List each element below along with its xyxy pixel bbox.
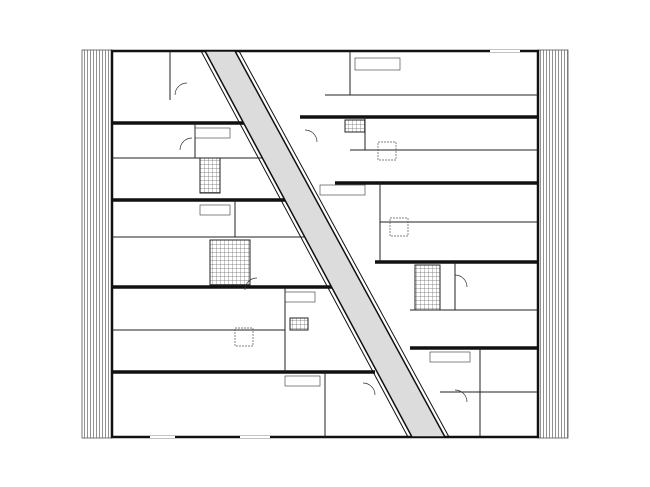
bathroom [344, 119, 366, 133]
door-swing [179, 137, 193, 151]
door-swing [304, 129, 318, 143]
bathroom [414, 264, 441, 311]
door-swing [174, 82, 188, 96]
bathroom [209, 239, 251, 286]
right-facade-strip [537, 49, 569, 439]
stair [284, 291, 316, 303]
diagonal-corridor [203, 50, 447, 438]
bathroom [289, 317, 309, 331]
skylight [389, 217, 409, 237]
stair [354, 57, 401, 71]
door-swing [244, 277, 258, 291]
door-swing [362, 382, 376, 396]
bathroom [199, 157, 221, 194]
stair [429, 351, 471, 363]
corridor-edge-left [200, 50, 409, 438]
stair [194, 127, 231, 139]
skylight [377, 141, 397, 161]
corridor-edge-right [238, 50, 450, 438]
stair [284, 375, 321, 387]
stair [199, 204, 231, 216]
door-swing [454, 274, 468, 288]
left-facade-strip [81, 49, 113, 439]
skylight [234, 327, 254, 347]
door-swing [454, 389, 468, 403]
stair [319, 184, 366, 196]
